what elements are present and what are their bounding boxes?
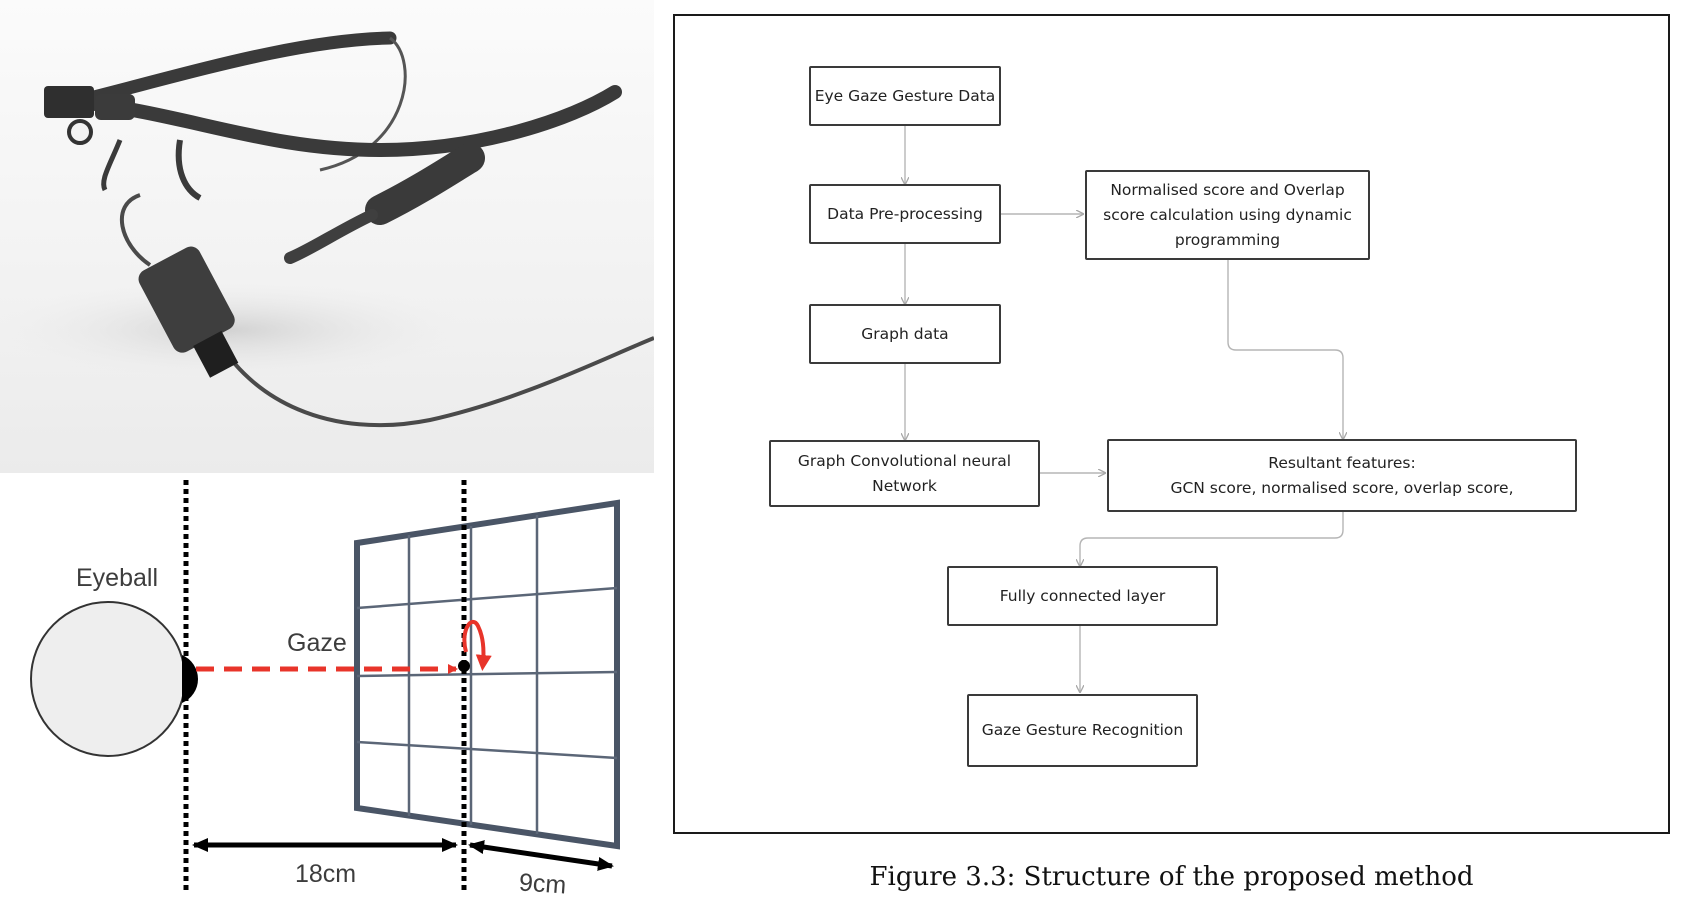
front-frame [53,85,622,158]
node-score-calculation-line-1: Normalised score and Overlap [1110,180,1345,199]
node-gaze-recognition: Gaze Gesture Recognition [967,694,1198,767]
node-eye-gaze-data-label: Eye Gaze Gesture Data [814,86,996,105]
node-score-calculation-line-2: score calculation using dynamic [1103,205,1352,224]
rotation-arrow [462,619,492,671]
node-data-preprocessing-label: Data Pre-processing [827,204,983,223]
distance-label-9cm: 9cm [518,868,568,900]
node-eye-gaze-data: Eye Gaze Gesture Data [809,66,1001,126]
cable [120,193,654,428]
node-resultant-features: Resultant features: GCN score, normalise… [1107,439,1577,512]
eyeball-label: Eyeball [76,564,158,592]
gaze-geometry-svg [30,480,620,890]
node-graph-data: Graph data [809,304,1001,364]
node-score-calculation: Normalised score and Overlap score calcu… [1085,170,1370,260]
camera-body [95,94,135,120]
gaze-label: Gaze [287,629,347,657]
node-resultant-features-line-1: Resultant features: [1268,453,1416,472]
node-fully-connected-label: Fully connected layer [999,586,1166,605]
flowchart-connectors [675,126,1668,832]
temple-pod [365,143,485,225]
figure-caption: Figure 3.3: Structure of the proposed me… [869,862,1474,892]
node-gcn-line-2: Network [872,476,937,495]
flowchart-frame: Eye Gaze Gesture Data Data Pre-processin… [673,14,1670,834]
control-unit [138,246,239,378]
gaze-geometry-diagram: Eyeball Gaze 18cm 9cm [0,480,654,912]
node-score-calculation-line-3: programming [1174,230,1281,249]
node-gaze-recognition-label: Gaze Gesture Recognition [981,721,1184,739]
node-graph-data-label: Graph data [861,324,949,343]
eye-camera-arm [284,209,378,264]
nose-pad [175,139,202,201]
temple-back [83,31,397,105]
eyeball [30,601,186,757]
arrow-score-to-resultant [1227,260,1343,439]
temple-wire [319,36,407,172]
arrow-resultant-to-fc [1080,511,1344,566]
node-data-preprocessing: Data Pre-processing [809,184,1001,244]
eye-tracking-glasses-image [0,0,654,473]
left-eye-camera [101,139,123,192]
node-resultant-features-line-2: GCN score, normalised score, overlap sco… [1170,478,1514,497]
node-gcn: Graph Convolutional neural Network [769,440,1040,507]
scene-camera-housing [44,86,94,118]
glasses-illustration [0,31,654,428]
node-fully-connected: Fully connected layer [947,566,1218,626]
node-gcn-line-1: Graph Convolutional neural [797,451,1012,470]
distance-arrow-9cm [468,840,614,871]
floor-shadow [0,280,470,380]
camera-lens [67,119,93,145]
gaze-point [458,660,470,672]
distance-label-18cm: 18cm [295,860,357,888]
screen-grid [354,499,620,850]
